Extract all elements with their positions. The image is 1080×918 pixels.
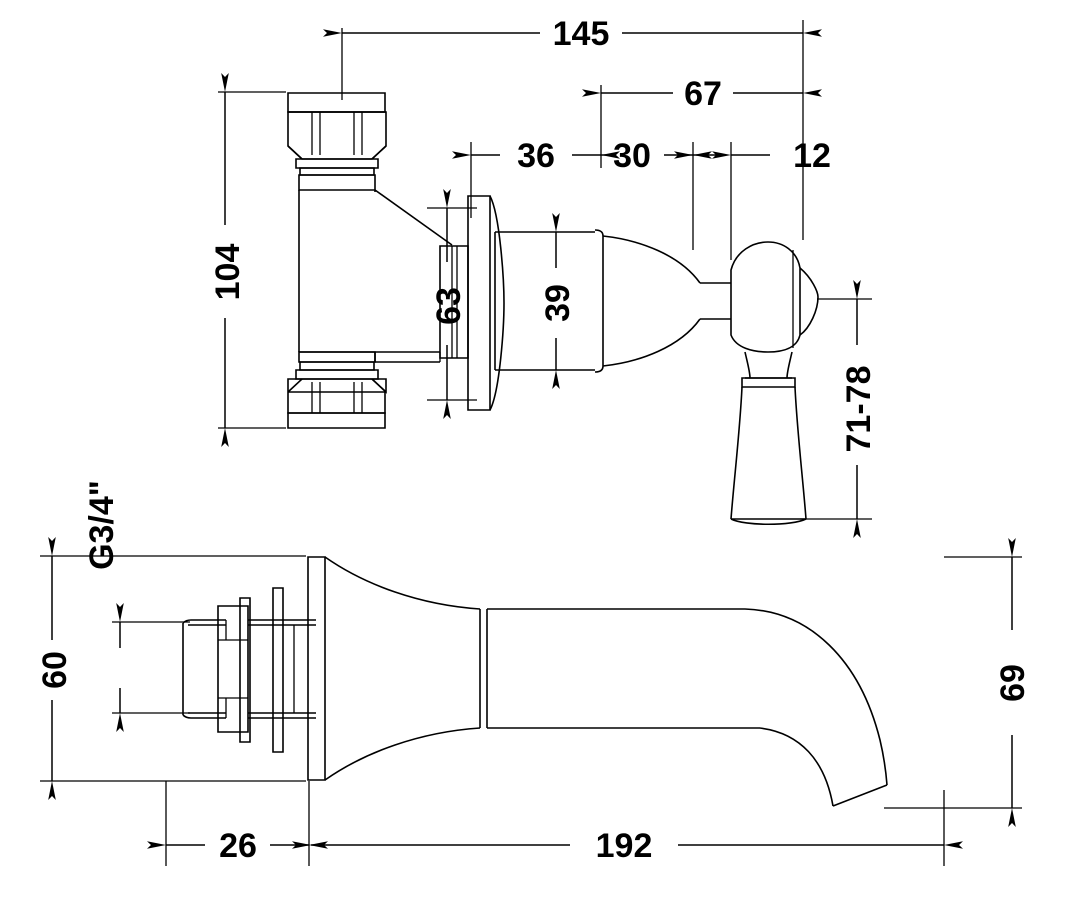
dimension-value-104: 104 [209,244,247,301]
dimension-30: 30 [601,137,712,250]
dimension-192: 192 [292,790,963,866]
dimension-value-67: 67 [684,75,722,113]
dimension-value-145: 145 [553,15,610,53]
upper-view-dimensions: 145 67 36 30 12 [209,15,878,538]
dimension-26: 26 [147,781,328,866]
dimension-value-39: 39 [539,284,577,322]
valve-body [298,189,453,363]
dimension-63: 63 [427,189,477,419]
dimension-value-63: 63 [430,287,468,325]
dimension-39: 39 [539,213,577,389]
dimension-g34: G3/4" [83,480,190,732]
lower-view-dimensions: 60 G3/4" 69 26 [36,480,1032,866]
dimension-value-60: 60 [36,651,74,689]
dimension-60: 60 [36,537,306,800]
dimension-value-192: 192 [596,827,653,865]
spout-washer-outer [272,587,284,753]
spout-barrel [487,608,760,729]
spout-washer-inner [239,597,251,743]
spout-sleeve [248,619,316,719]
dimension-71-78: 71-78 [800,280,878,538]
dimension-value-30: 30 [613,137,651,175]
escutcheon-flange [439,195,505,411]
spout-flared-base [324,556,488,781]
dimension-value-69: 69 [994,664,1032,702]
top-compression-fitting [287,92,387,191]
dimension-value-g34: G3/4" [83,480,121,570]
dimension-value-71-78: 71-78 [840,366,878,453]
lower-view-geometry [182,556,888,807]
dimension-value-36: 36 [517,137,555,175]
bottom-compression-fitting [287,351,387,429]
spout-threaded-tail [182,619,227,719]
upper-view-geometry [287,92,819,525]
dimension-36: 36 [452,137,620,218]
dimension-67: 67 [582,75,822,168]
lever-handle [730,241,819,525]
dimension-value-26: 26 [219,827,257,865]
spout-hex-shoulder [217,605,249,733]
dimension-value-12: 12 [793,137,831,175]
dimension-69: 69 [884,538,1032,827]
bonnet-shroud [494,229,701,373]
handle-spindle [700,282,731,320]
dimension-12: 12 [674,137,831,260]
dimension-145: 145 [323,15,822,240]
spout-wall-flange [307,556,326,781]
dimension-104: 104 [209,73,286,447]
spout-outlet-curve [744,608,888,807]
